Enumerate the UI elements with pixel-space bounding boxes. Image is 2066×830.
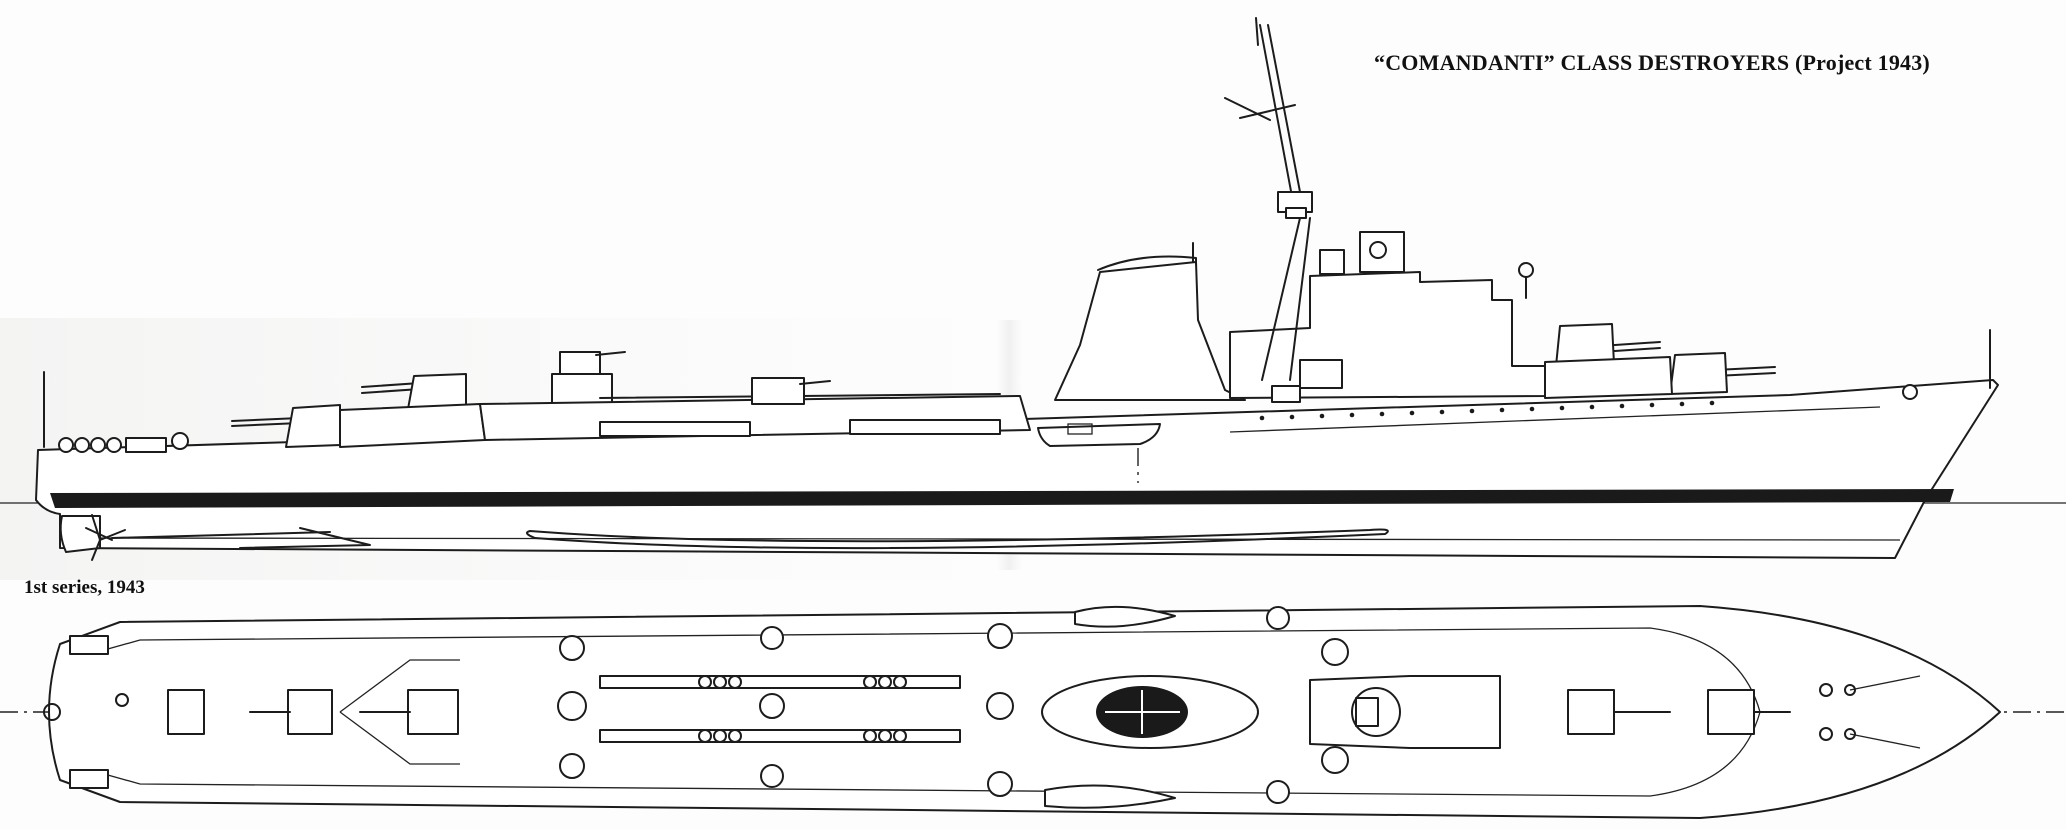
stern-deck-details bbox=[43, 635, 205, 789]
propeller bbox=[85, 514, 126, 561]
aft-aa-mount bbox=[551, 351, 626, 407]
midship-aa-mount bbox=[751, 377, 805, 405]
boot-topping bbox=[50, 489, 1954, 508]
rudder bbox=[59, 515, 101, 553]
propeller-shaft bbox=[111, 527, 371, 549]
plan-boat-port bbox=[1044, 784, 1176, 809]
anchor-hawse bbox=[1902, 384, 1918, 400]
plan-gun-mount-y bbox=[339, 659, 460, 765]
deck-outline bbox=[48, 605, 2001, 819]
plan-boat-starboard bbox=[1074, 605, 1176, 628]
plan-bridge bbox=[1309, 675, 1501, 749]
hull-side bbox=[35, 379, 1999, 559]
rangefinder-director bbox=[1359, 231, 1405, 273]
torpedo-tubes bbox=[599, 393, 1001, 437]
plan-funnel bbox=[1041, 675, 1259, 749]
portholes bbox=[1259, 400, 1715, 421]
series-caption: 1st series, 1943 bbox=[24, 577, 145, 598]
plan-gun-mount-x bbox=[249, 689, 333, 735]
forward-gun-mount-b bbox=[1555, 323, 1661, 367]
forward-deckhouse bbox=[1544, 356, 1673, 399]
plan-aa-mounts bbox=[557, 606, 1349, 804]
main-mast bbox=[1224, 17, 1311, 381]
plan-gun-mount-a bbox=[1707, 689, 1791, 735]
drawing-title: “COMANDANTI” CLASS DESTROYERS (Project 1… bbox=[1374, 50, 1930, 75]
plan-bow-fittings bbox=[1819, 675, 1921, 749]
plan-torpedo-tubes bbox=[599, 675, 961, 743]
stern-depth-charge-gear bbox=[43, 371, 189, 453]
plan-gun-mount-b bbox=[1567, 689, 1671, 735]
bilge-keel bbox=[525, 528, 1389, 550]
